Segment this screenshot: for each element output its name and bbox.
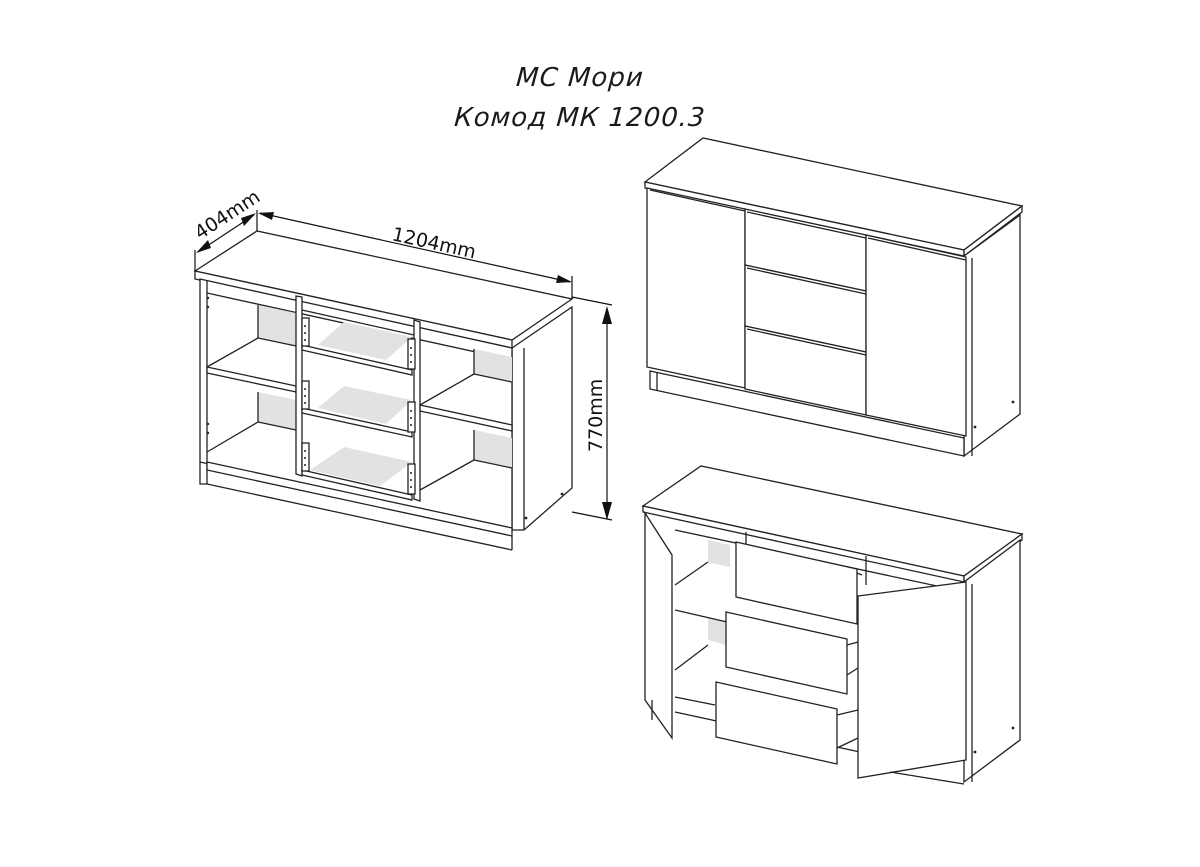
drawer-1-open [735,541,858,625]
right-door-open [857,581,967,779]
drawer-3-open [715,681,838,765]
carcass-right-side [511,305,573,531]
drawer-box-1 [301,317,416,376]
left-door-closed [646,187,746,389]
carcass-view [193,230,574,551]
closed-front-view [643,137,1024,458]
left-door-open [644,510,673,741]
drawer-box-3 [301,442,416,501]
right-shelf [419,404,513,432]
right-door-closed [865,234,967,437]
open-front-view [641,465,1024,785]
partition-left [295,295,303,477]
height-label: 770mm [585,379,607,452]
drawer-2-open [725,611,848,695]
height-dimension: 770mm [571,296,613,521]
width-label: 1204mm [390,223,478,263]
drawer-box-2 [301,380,416,438]
